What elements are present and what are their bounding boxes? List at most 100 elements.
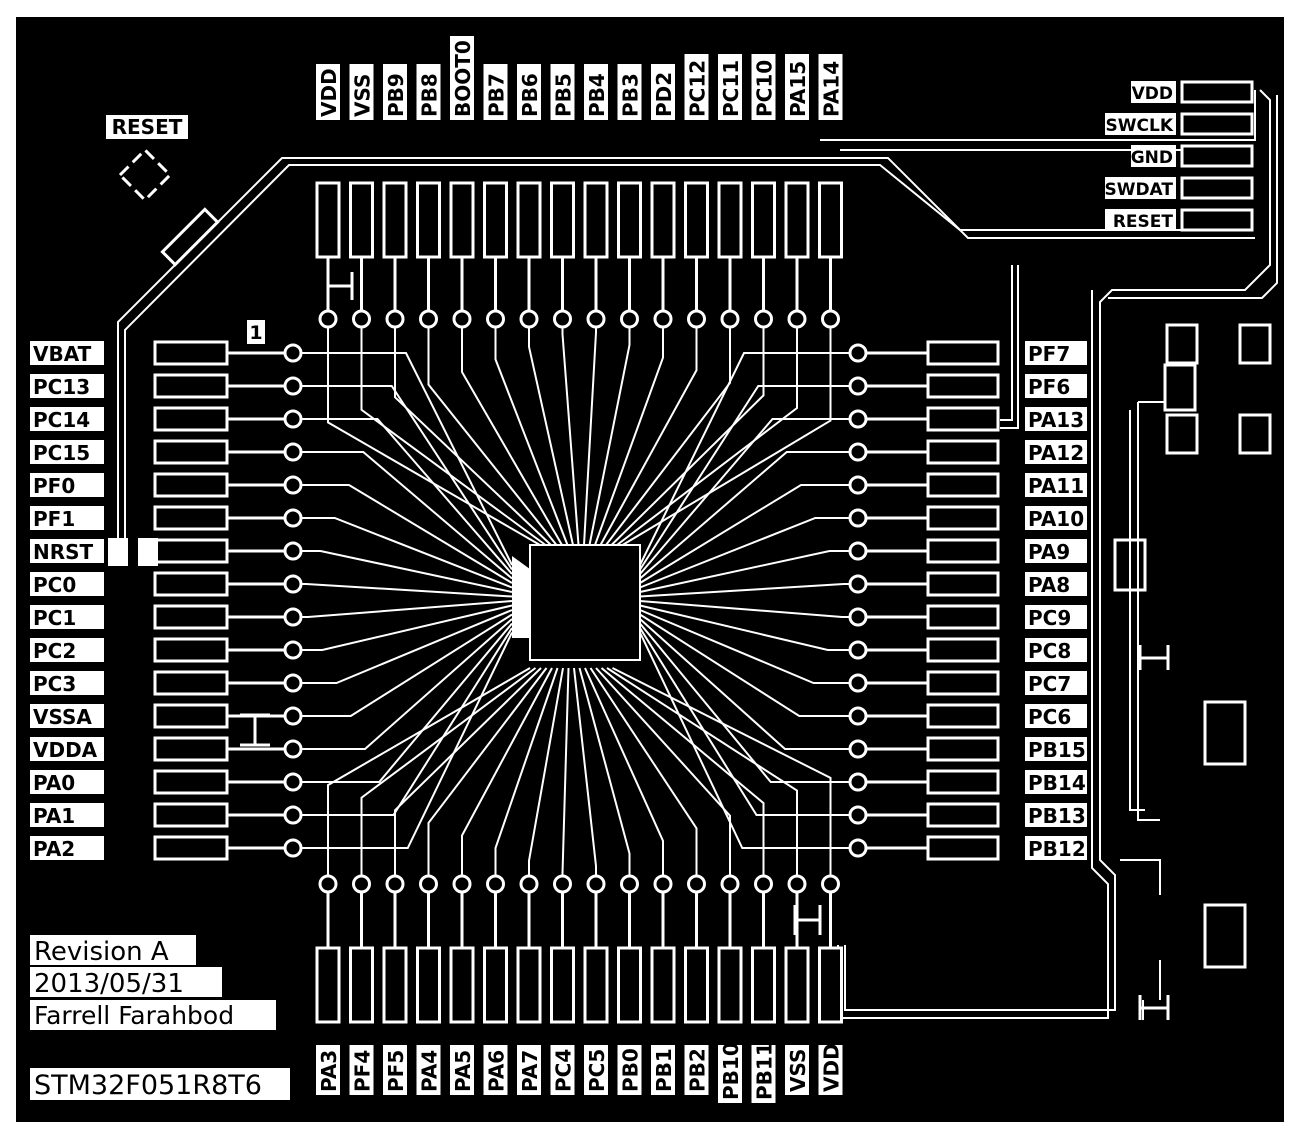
crystal-footprints <box>1113 323 1272 969</box>
smd-pad-right <box>926 835 1000 861</box>
fanout-trace-top <box>461 327 563 546</box>
pin-label-box-top <box>383 64 407 120</box>
pin-label-box-vbat <box>30 341 104 365</box>
pin-label-box-top <box>483 64 508 120</box>
nrst-pad-b <box>138 538 158 566</box>
via-top <box>821 309 840 329</box>
fanout-trace-top <box>583 327 597 546</box>
pin-label-box-pc14 <box>30 407 104 431</box>
swd-pin-label: SWCLK <box>1106 116 1174 136</box>
pin-label-bottom: PF5 <box>384 1050 408 1092</box>
fanout-trace-top <box>616 327 798 546</box>
author-text: Farrell Farahbod <box>34 1001 234 1030</box>
via-top <box>720 309 740 329</box>
via-right <box>848 607 868 627</box>
fanout-trace-bottom <box>578 667 631 876</box>
fanout-trace-left <box>300 418 513 575</box>
pin-label-top: PB4 <box>585 73 609 117</box>
pin-label-box-pa1 <box>30 803 104 827</box>
pin-label-box-bottom <box>785 1045 809 1095</box>
fanout-trace-left <box>300 618 513 750</box>
swd-label-box <box>1131 145 1176 167</box>
pin-label-box-top <box>416 64 441 120</box>
pin-label-bottom: PB1 <box>652 1048 676 1092</box>
pin-label-left: PC3 <box>33 672 76 696</box>
pin-label-box-pa2 <box>30 836 104 860</box>
swd-pin-label: GND <box>1131 148 1173 168</box>
fanout-trace-top <box>599 327 698 546</box>
smd-pad-bottom <box>449 946 475 1024</box>
fanout-trace-top <box>594 327 664 546</box>
fanout-trace-top <box>327 327 541 546</box>
pin-label-box-bottom <box>718 1045 742 1103</box>
swd-header-pad <box>1180 112 1254 136</box>
pin-label-right: PB12 <box>1028 837 1086 861</box>
via-left <box>283 508 303 528</box>
chip-fanout-traces <box>300 327 850 876</box>
smd-pad-bottom <box>650 946 676 1024</box>
smd-pad-left <box>153 406 229 432</box>
smd-pad-right <box>926 802 1000 828</box>
date-text: 2013/05/31 <box>34 969 184 999</box>
fanout-trace-top <box>494 327 569 546</box>
smd-pad-top <box>382 181 408 259</box>
smd-pad-bottom <box>684 946 709 1024</box>
smd-pad-bottom <box>483 946 508 1024</box>
pin-label-box-vssa <box>30 704 104 728</box>
fanout-trace-left <box>300 632 513 849</box>
via-right <box>848 706 868 726</box>
via-right <box>848 574 868 594</box>
pin-label-top: PC10 <box>753 60 777 117</box>
pin-label-left: PC14 <box>33 408 90 432</box>
fanout-trace-bottom <box>573 667 597 876</box>
pin-label-box-bottom <box>651 1045 675 1095</box>
fanout-trace-top <box>561 327 580 546</box>
smd-pad-top <box>349 181 374 259</box>
pin-label-bottom: PA5 <box>451 1050 475 1092</box>
pin-label-top: PD2 <box>652 72 676 117</box>
fanout-trace-right <box>639 600 850 618</box>
smd-pad-right <box>926 703 1000 729</box>
smd-pad-left <box>153 373 229 399</box>
pin-label-box-top <box>517 64 541 120</box>
pin1-marker-box <box>247 320 265 344</box>
fanout-trace-right <box>639 613 850 717</box>
via-top <box>318 309 338 329</box>
via-right <box>848 805 868 825</box>
fanout-trace-top <box>360 327 547 546</box>
via-right <box>848 442 868 462</box>
pin-label-left: PA1 <box>33 804 75 828</box>
pin-label-box-bottom <box>517 1045 541 1095</box>
smd-pad-left <box>153 835 229 861</box>
smd-pad-left <box>153 340 229 366</box>
pin-label-box-right <box>1025 374 1087 398</box>
pin-label-box-right <box>1025 836 1087 860</box>
pin-label-box-right <box>1025 539 1087 563</box>
swd-header-pad <box>1180 144 1254 168</box>
fanout-trace-left <box>300 583 513 598</box>
fanout-trace-left <box>300 484 513 584</box>
pin-label-right: PB13 <box>1028 804 1086 828</box>
via-top <box>452 309 472 329</box>
smd-pad-left <box>153 439 229 465</box>
pin-label-box-right <box>1025 671 1087 695</box>
fanout-trace-bottom <box>327 667 531 876</box>
smd-pad-top <box>650 181 676 259</box>
smd-pad-right <box>926 736 1000 762</box>
via-right <box>848 739 868 759</box>
pin-label-top: PB6 <box>518 73 542 117</box>
smd-pad-top <box>550 181 575 259</box>
pin-label-box-pf1 <box>30 506 104 530</box>
smd-pad-top <box>483 181 508 259</box>
pin-label-box-bottom <box>383 1045 407 1095</box>
pin-label-bottom: PA3 <box>317 1050 341 1092</box>
pin-label-top: PC11 <box>719 60 743 117</box>
via-right <box>848 673 868 693</box>
fanout-trace-right <box>639 550 850 593</box>
pin-label-box-nrst <box>30 539 104 563</box>
pin-label-box-bottom <box>316 1045 340 1095</box>
pin-label-left: PA0 <box>33 771 75 795</box>
pin-label-top: PC12 <box>686 60 710 117</box>
via-left <box>283 442 303 462</box>
fanout-trace-right <box>639 484 850 584</box>
